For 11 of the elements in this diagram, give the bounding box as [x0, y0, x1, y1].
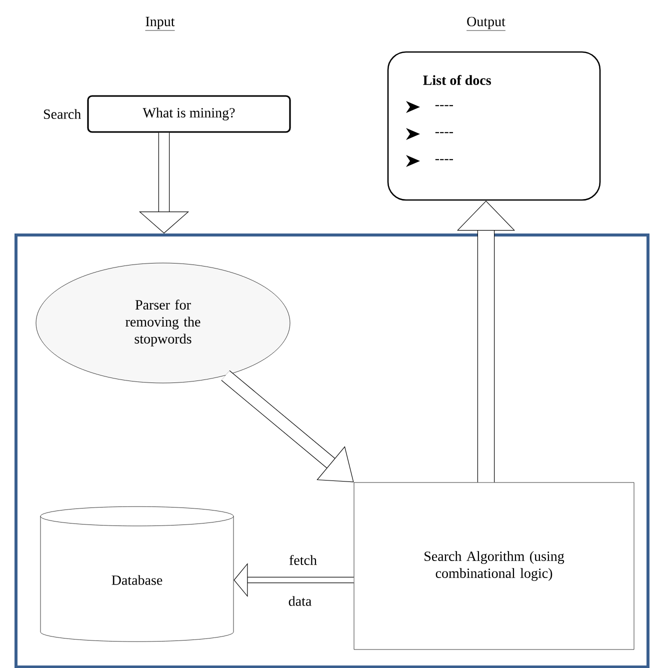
system-frame: [14, 234, 650, 668]
database-cylinder: Database: [40, 506, 234, 642]
arrow-caption: data: [288, 596, 312, 606]
field-label: Search: [44, 109, 81, 119]
results-box: List of docs ---- ---- ----: [387, 51, 601, 201]
search-field: What is mining?: [87, 95, 291, 133]
edge-label: fetch: [288, 554, 318, 566]
heading: Input: [145, 16, 175, 31]
block-arrow: [221, 370, 354, 482]
process-box: Search Algorithm (using combinational logic): [354, 482, 634, 650]
heading: Output: [466, 16, 506, 31]
